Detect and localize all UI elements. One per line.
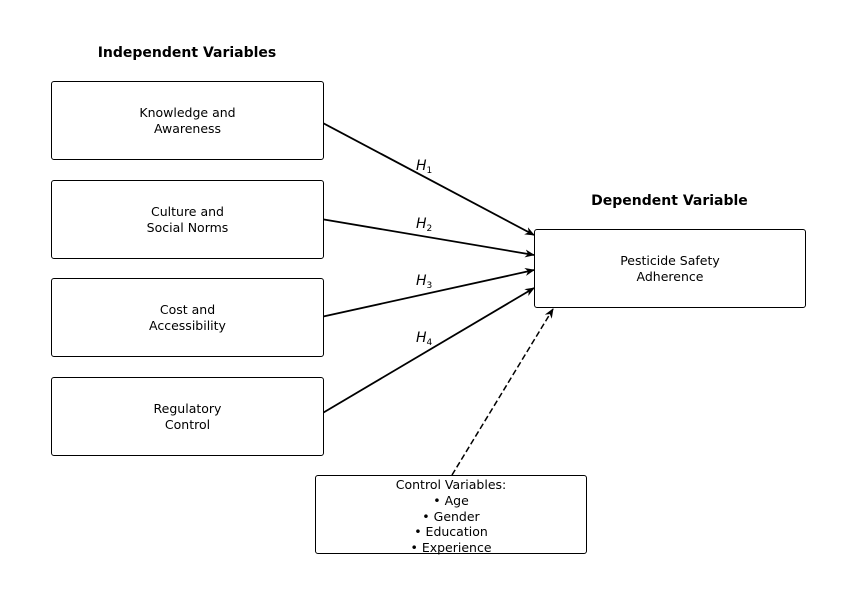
hypothesis-label-h1: H1 [416,158,432,176]
hypothesis-label-h2: H2 [416,216,432,234]
independent-variables-heading: Independent Variables [97,45,277,61]
dependent-variable-heading: Dependent Variable [591,193,748,209]
box-label-line: Cost and [159,302,216,317]
control-variable-item: • Gender [422,508,480,524]
box-label-line: Pesticide Safety [620,253,720,268]
control-variable-item: • Age [433,492,469,508]
box-label-line: Accessibility [149,317,226,333]
box-label-line: Adherence [636,268,704,284]
control-variables-box: Control Variables: • Age • Gender • Educ… [315,475,587,556]
arrow-h3 [320,268,535,318]
control-variable-item: • Experience [410,540,492,556]
box-label-line: Awareness [153,120,222,136]
arrow-h4 [320,287,535,415]
box-label-line: Control [164,416,211,432]
control-variable-item: • Education [414,524,488,540]
hypothesis-label-h3: H3 [416,273,432,291]
box-label-line: Regulatory [153,401,222,416]
control-variables-title: Control Variables: [395,477,507,492]
arrow-h2 [320,218,535,258]
hypothesis-label-h4: H4 [416,330,433,348]
independent-variable-box-knowledge: Knowledge and Awareness [51,81,324,160]
box-label-line: Knowledge and [139,105,236,120]
arrow-control [451,308,554,476]
independent-variable-box-regulatory: Regulatory Control [51,377,324,456]
independent-variable-box-cost: Cost and Accessibility [51,278,324,357]
dependent-variable-box: Pesticide Safety Adherence [534,229,806,308]
box-label-line: Culture and [151,204,224,219]
independent-variable-box-culture: Culture and Social Norms [51,180,324,259]
arrow-h1 [320,121,535,236]
box-label-line: Social Norms [146,219,229,235]
